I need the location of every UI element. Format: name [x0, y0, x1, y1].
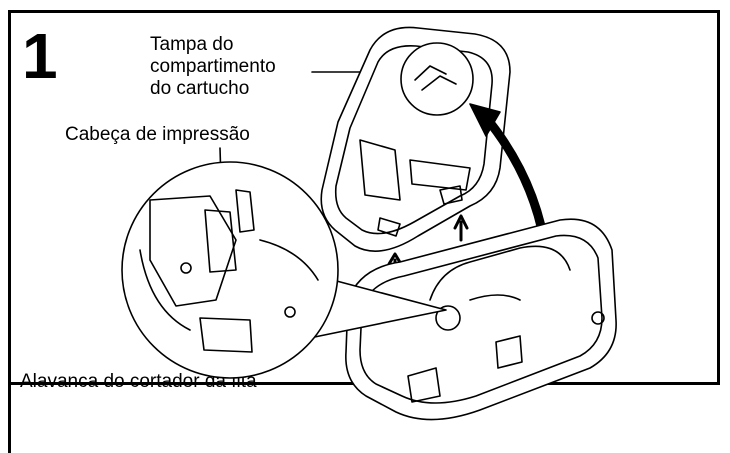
print-head-label: Cabeça de impressão [65, 124, 250, 145]
cover-label-line1: Tampa do [150, 34, 234, 55]
opening-arrow-head [469, 103, 501, 137]
step-number: 1 [22, 20, 58, 92]
cover-label-line3: do cartucho [150, 78, 250, 99]
printer-body [345, 218, 617, 421]
cover-label-line2: compartimento [150, 56, 276, 77]
frame-left-extension [8, 383, 11, 453]
lift-arrow-right [453, 214, 469, 242]
hinge-detail [414, 65, 457, 91]
cutter-lever-label: Alavanca do cortador da fita [20, 371, 257, 392]
print-head-detail [139, 189, 319, 353]
